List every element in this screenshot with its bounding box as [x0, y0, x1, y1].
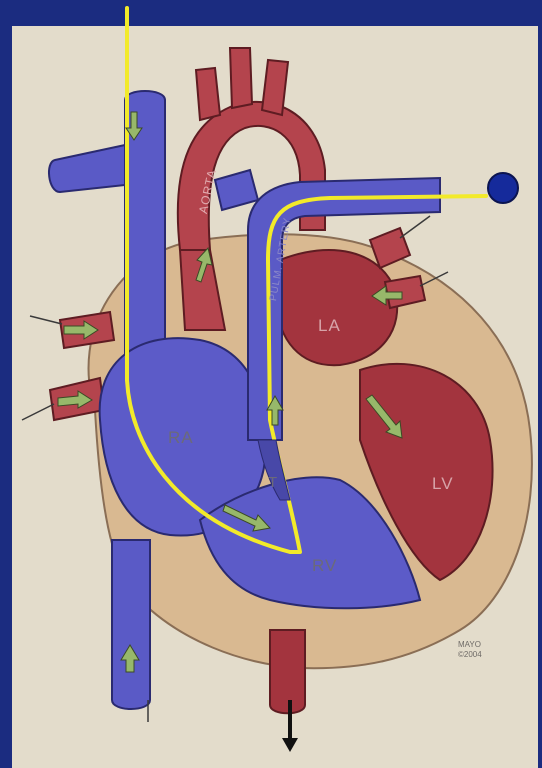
- brachiocephalic-vein: [49, 145, 125, 192]
- label-tricuspid: T: [268, 474, 278, 491]
- credit-line-2: ©2004: [458, 650, 482, 660]
- aorta-branch-2: [230, 48, 252, 108]
- label-right-atrium: RA: [168, 428, 194, 448]
- cut-line-1: [30, 316, 62, 324]
- inferior-vena-cava: [112, 540, 150, 709]
- cut-line-2: [22, 404, 54, 420]
- cut-line-3: [400, 216, 430, 238]
- catheter-balloon: [488, 173, 518, 203]
- label-left-ventricle: LV: [432, 474, 454, 494]
- image-credit: MAYO ©2004: [458, 640, 482, 660]
- descending-aorta: [270, 630, 305, 713]
- label-right-ventricle: RV: [312, 556, 337, 576]
- pulmonary-artery-branch: [215, 170, 258, 210]
- label-left-atrium: LA: [318, 316, 341, 336]
- credit-line-1: MAYO: [458, 640, 482, 650]
- aorta-branch-1: [196, 68, 220, 120]
